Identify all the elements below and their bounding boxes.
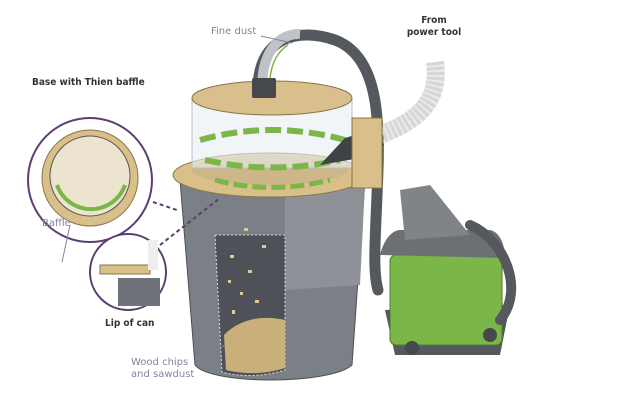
label-from-power-tool-line1: From: [421, 15, 447, 26]
wood-chips-leader: [194, 344, 226, 361]
callout-line-base: [152, 201, 178, 211]
outlet-fitting: [252, 78, 276, 98]
label-wood-chips: Wood chips and sawdust: [131, 357, 194, 381]
label-base-with-thien-baffle: Base with Thien baffle: [32, 77, 145, 88]
lip-inset: [89, 233, 167, 311]
label-lip-of-can: Lip of can: [105, 318, 155, 329]
label-wood-chips-line1: Wood chips: [131, 357, 189, 368]
falling-chips: [228, 228, 266, 314]
label-from-power-tool-line2: power tool: [406, 27, 462, 38]
callout-line-lip: [159, 197, 221, 246]
wood-chip-pile: [224, 317, 285, 374]
clear-cylinder: [191, 80, 353, 171]
trash-can: [179, 179, 366, 381]
fine-dust-hose-section: [257, 28, 301, 89]
fine-dust-leader: [260, 35, 293, 44]
base-inset: [27, 117, 153, 263]
label-from-power-tool: From power tool: [404, 15, 464, 39]
label-wood-chips-line2: and sawdust: [131, 369, 195, 380]
fine-dust-stream: [269, 44, 289, 79]
shop-vac: [380, 185, 517, 355]
label-baffle: Baffle: [42, 218, 71, 229]
power-tool-hose: [376, 60, 445, 144]
label-fine-dust: Fine dust: [211, 26, 257, 37]
